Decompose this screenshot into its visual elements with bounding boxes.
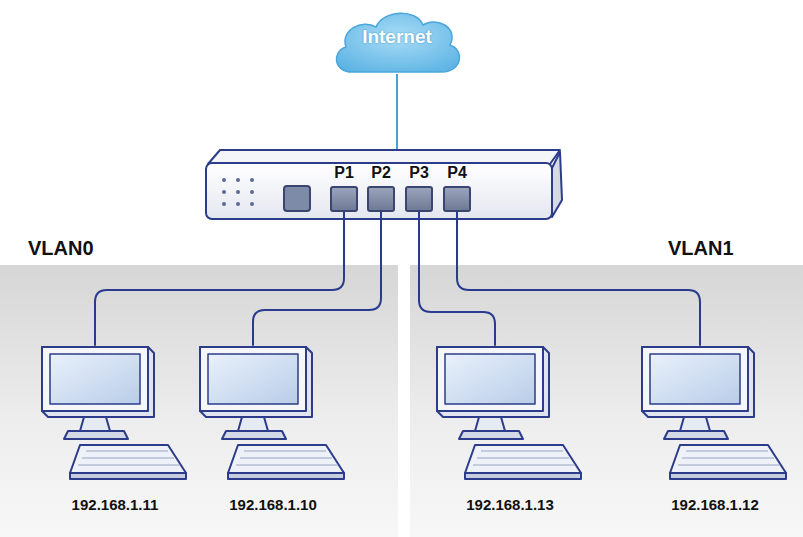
computer-node: 192.168.1.11	[40, 345, 190, 520]
monitor-stand	[680, 417, 710, 431]
monitor-base	[664, 431, 728, 439]
port-socket	[405, 186, 433, 212]
keyboard	[670, 445, 786, 473]
ip-address: 192.168.1.10	[198, 495, 348, 515]
port-socket	[367, 186, 395, 212]
monitor-stand	[475, 417, 505, 431]
monitor-base	[222, 431, 286, 439]
router-top	[208, 150, 560, 164]
monitor-screen	[650, 354, 740, 404]
keyboard-keys	[82, 458, 174, 459]
keyboard-edge	[670, 473, 786, 479]
router-side	[552, 152, 562, 217]
led-dot	[222, 178, 226, 182]
keyboard-edge	[228, 473, 344, 479]
led-dot	[236, 190, 240, 194]
port-socket	[330, 186, 358, 212]
keyboard-keys	[240, 458, 332, 459]
monitor-bezel	[642, 347, 754, 417]
monitor-bezel	[42, 347, 154, 417]
cloud-label: Internet	[328, 26, 466, 48]
monitor-front	[200, 347, 306, 411]
keyboard	[70, 445, 186, 473]
internet-uplink	[396, 74, 398, 153]
router-port: P3	[405, 164, 433, 212]
computer-node: 192.168.1.13	[435, 345, 585, 520]
keyboard-keys	[473, 465, 575, 466]
wan-port	[284, 186, 310, 211]
keyboard-keys	[236, 465, 338, 466]
monitor-front	[42, 347, 148, 411]
computer-node: 192.168.1.10	[198, 345, 348, 520]
keyboard-keys	[682, 458, 774, 459]
router-body	[206, 163, 552, 219]
vlan-zone: VLAN0 192.168.1.11 192.168.1.10	[0, 232, 398, 537]
monitor-base	[64, 431, 128, 439]
vlan-label: VLAN0	[28, 236, 94, 260]
monitor-screen	[50, 354, 140, 404]
router-port: P1	[330, 164, 358, 212]
keyboard	[465, 445, 581, 473]
router-port: P2	[367, 164, 395, 212]
keyboard-keys	[78, 465, 180, 466]
monitor-screen	[445, 354, 535, 404]
port-label: P4	[437, 164, 477, 182]
ip-address: 192.168.1.12	[640, 495, 790, 515]
port-socket	[443, 186, 471, 212]
monitor-screen	[208, 354, 298, 404]
keyboard-keys	[481, 451, 563, 452]
keyboard-edge	[70, 473, 186, 479]
monitor-front	[437, 347, 543, 411]
led-dot	[222, 202, 226, 206]
led-dot	[250, 202, 254, 206]
internet-cloud: Internet	[328, 6, 466, 76]
monitor-base	[459, 431, 523, 439]
led-dot	[236, 202, 240, 206]
monitor-bezel	[200, 347, 312, 417]
port-label: P1	[324, 164, 364, 182]
computer-node: 192.168.1.12	[640, 345, 790, 520]
ip-address: 192.168.1.11	[40, 495, 190, 515]
monitor-front	[642, 347, 748, 411]
keyboard	[228, 445, 344, 473]
monitor-stand	[80, 417, 110, 431]
keyboard-keys	[477, 458, 569, 459]
led-dot	[236, 178, 240, 182]
keyboard-keys	[686, 451, 768, 452]
led-dot	[250, 178, 254, 182]
router-led-dots	[222, 178, 254, 206]
keyboard-keys	[678, 465, 780, 466]
router-port: P4	[443, 164, 471, 212]
vlan-label: VLAN1	[668, 236, 734, 260]
vlan-zone: VLAN1 192.168.1.13 192.168.1.12	[410, 232, 803, 537]
computer-icon	[198, 345, 348, 520]
keyboard-keys	[86, 451, 168, 452]
port-label: P3	[399, 164, 439, 182]
monitor-bezel	[437, 347, 549, 417]
computer-icon	[40, 345, 190, 520]
keyboard-edge	[465, 473, 581, 479]
ip-address: 192.168.1.13	[435, 495, 585, 515]
led-dot	[222, 190, 226, 194]
monitor-stand	[238, 417, 268, 431]
port-label: P2	[361, 164, 401, 182]
computer-icon	[640, 345, 790, 520]
keyboard-keys	[244, 451, 326, 452]
led-dot	[250, 190, 254, 194]
computer-icon	[435, 345, 585, 520]
